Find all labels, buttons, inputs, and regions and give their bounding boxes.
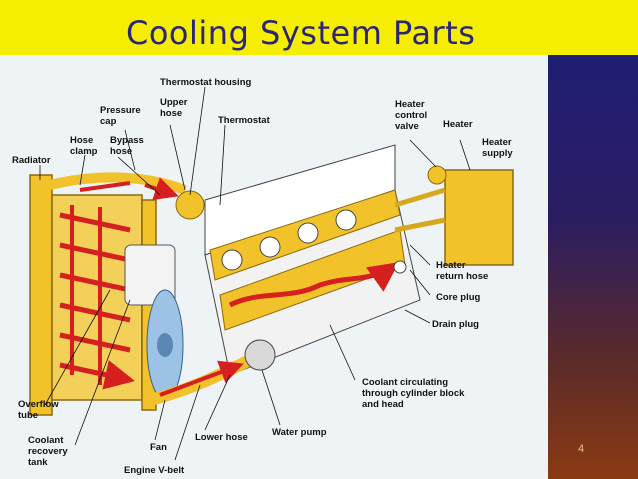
label-heater: Heater [443, 119, 473, 130]
label-thermostat-housing: Thermostat housing [160, 77, 252, 88]
label-drain-plug: Drain plug [432, 319, 479, 330]
engine-block-illustration [204, 144, 421, 376]
label-core-plug: Core plug [436, 292, 481, 303]
label-radiator: Radiator [12, 155, 51, 166]
page-number: 4 [578, 443, 585, 455]
label-water-pump: Water pump [272, 427, 327, 438]
fan-illustration [146, 289, 184, 401]
label-thermostat: Thermostat [218, 115, 271, 126]
water-pump-illustration [244, 339, 276, 371]
leader-lines [39, 86, 471, 461]
label-lower-hose: Lower hose [195, 432, 248, 443]
label-fan: Fan [150, 442, 167, 453]
slide-title: Cooling System Parts [126, 14, 476, 52]
title-band [0, 0, 638, 55]
label-engine-v-belt: Engine V-belt [124, 465, 185, 476]
thermostat-housing-illustration [175, 190, 205, 220]
heater-illustration [394, 165, 514, 266]
